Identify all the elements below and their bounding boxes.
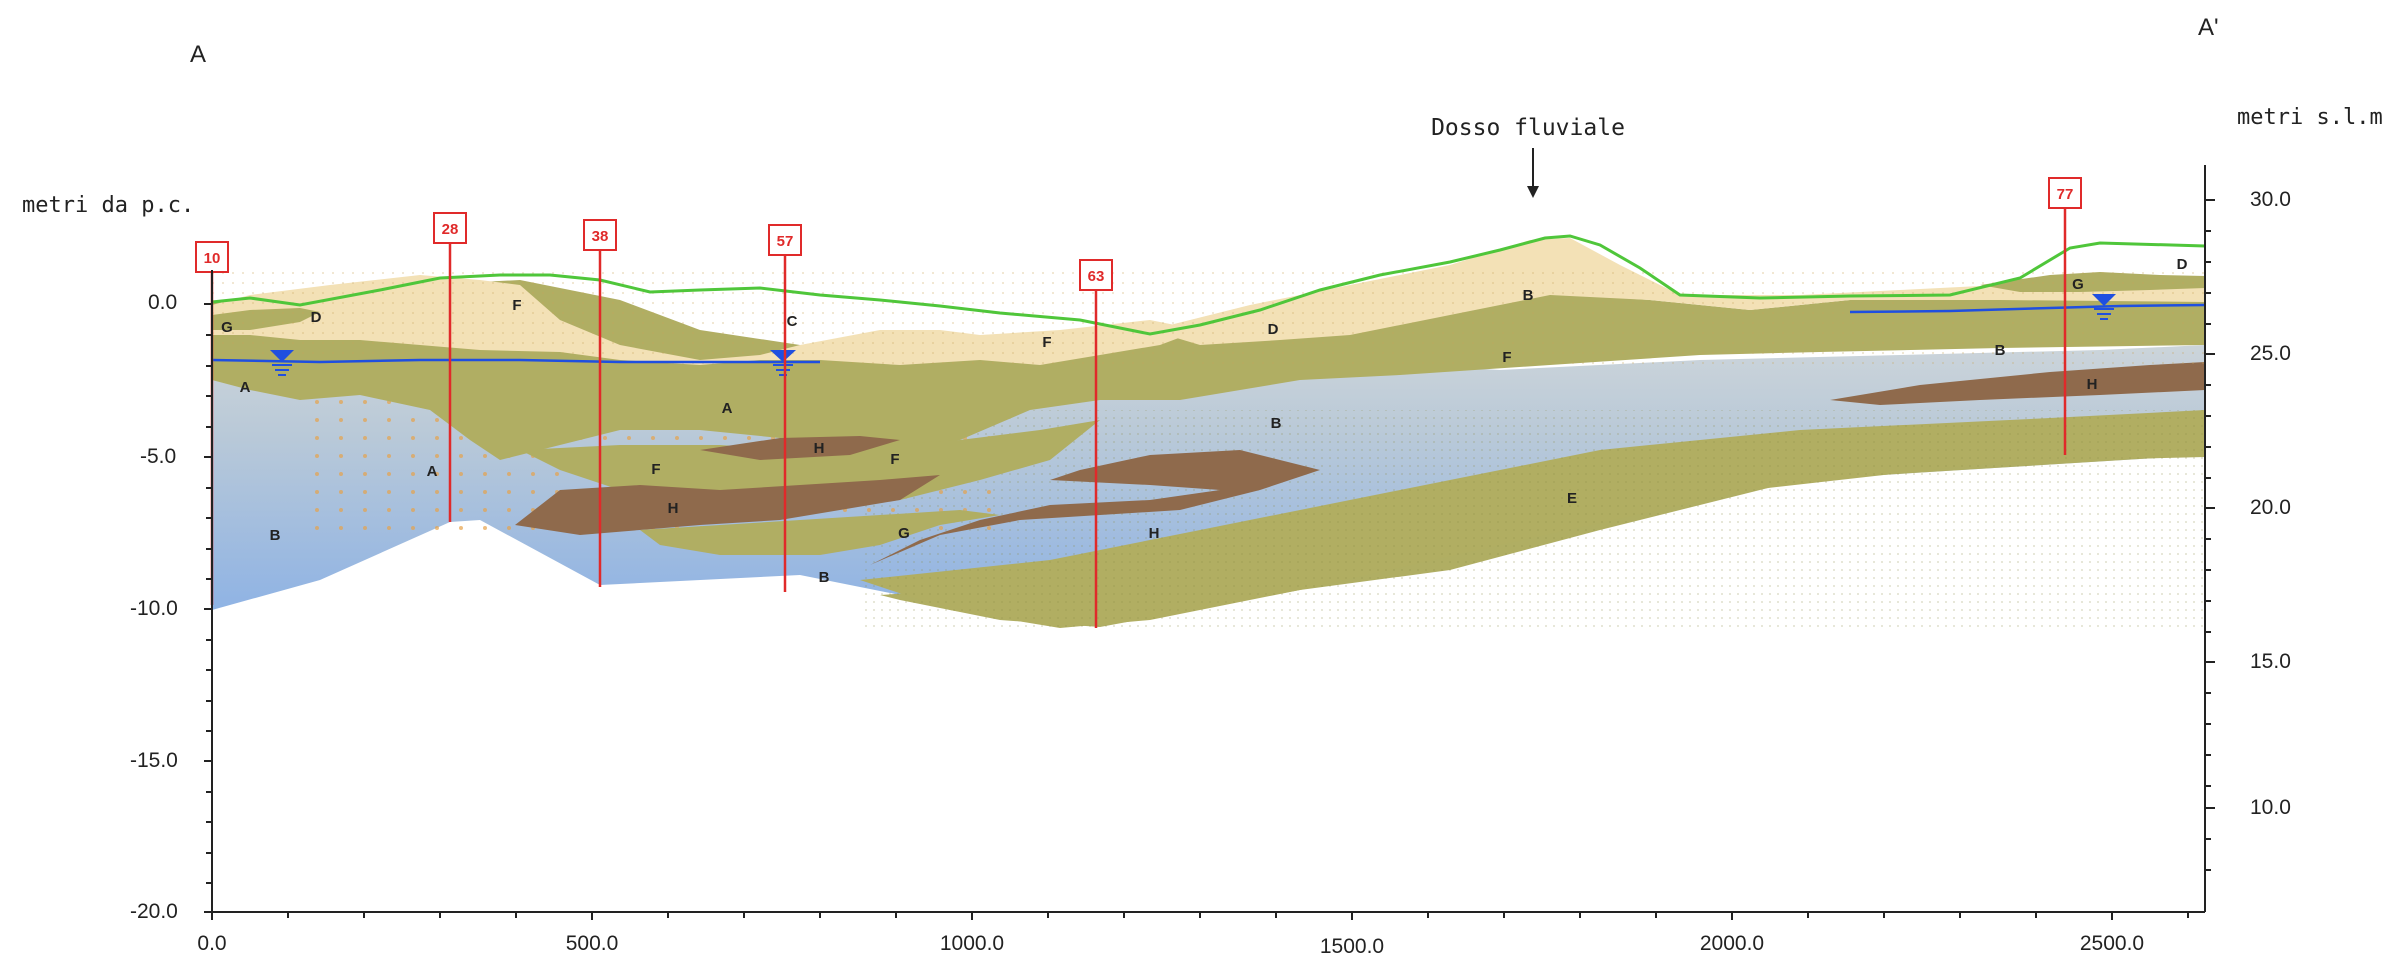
well-38[interactable]: 38: [583, 219, 617, 587]
left-axis: [204, 270, 213, 913]
section-end-label: A': [2198, 14, 2219, 41]
section-start-label: A: [190, 41, 206, 68]
x-tick: 2500.0: [2080, 932, 2144, 955]
layer-label: D: [1268, 321, 1279, 338]
layer-label: H: [668, 500, 679, 517]
layer-label: F: [890, 451, 899, 468]
well-label: 57: [777, 233, 794, 250]
layer-label: B: [819, 569, 830, 586]
layer-label: C: [787, 313, 798, 330]
layer-label: B: [1995, 342, 2006, 359]
feature-label: Dosso fluviale: [1431, 115, 1625, 141]
left-tick: -20.0: [130, 900, 178, 923]
layer-h-clay-1: [700, 436, 900, 460]
well-label: 38: [592, 228, 609, 245]
left-tick: -5.0: [140, 445, 176, 468]
layer-labels: G D A A B F F F H H A C F G B F H D B F …: [221, 256, 2187, 586]
x-tick: 1500.0: [1320, 935, 1384, 958]
feature-arrow-icon: [1527, 148, 1539, 198]
right-tick: 10.0: [2250, 796, 2291, 819]
well-label: 63: [1088, 268, 1105, 285]
well-label: 28: [442, 221, 459, 238]
layer-label: B: [270, 527, 281, 544]
right-tick: 15.0: [2250, 650, 2291, 673]
sand-texture: [212, 270, 2205, 370]
layer-h-clay-2: [515, 475, 940, 535]
layer-label: A: [240, 379, 251, 396]
right-tick: 25.0: [2250, 342, 2291, 365]
well-57[interactable]: 57: [768, 224, 802, 592]
layer-label: F: [1502, 349, 1511, 366]
left-tick: 0.0: [148, 291, 177, 314]
water-table-right: [1849, 303, 2206, 314]
well-label: 10: [204, 250, 221, 267]
layer-label: B: [1523, 287, 1534, 304]
layer-label: A: [427, 463, 438, 480]
water-table-left: [211, 358, 820, 364]
right-tick: 20.0: [2250, 496, 2291, 519]
left-tick: -10.0: [130, 597, 178, 620]
layer-h-clay-4: [1830, 362, 2205, 405]
layer-label: E: [1567, 490, 1577, 507]
layer-label: H: [2087, 376, 2098, 393]
bottom-axis: [211, 911, 2205, 920]
right-tick: 30.0: [2250, 188, 2291, 211]
well-77[interactable]: 77: [2048, 177, 2082, 455]
layer-label: A: [722, 400, 733, 417]
layer-label: G: [221, 319, 233, 336]
well-28[interactable]: 28: [433, 212, 467, 522]
water-table-symbol-2: [770, 350, 796, 376]
layer-label: G: [2072, 276, 2084, 293]
left-axis-title: metri da p.c.: [22, 193, 194, 218]
left-tick: -15.0: [130, 749, 178, 772]
ground-surface: [211, 234, 2206, 336]
x-tick: 500.0: [566, 932, 619, 955]
right-axis-title: metri s.l.m.: [2237, 105, 2385, 130]
layer-label: F: [512, 297, 521, 314]
well-63[interactable]: 63: [1079, 259, 1113, 628]
x-tick: 1000.0: [940, 932, 1004, 955]
layer-label: G: [898, 525, 910, 542]
layer-label: F: [651, 461, 660, 478]
well-label: 77: [2057, 186, 2074, 203]
x-tick: 0.0: [197, 932, 226, 955]
water-table-symbol-1: [270, 350, 294, 376]
layer-g-silt: [640, 510, 1000, 555]
layer-e-texture: [860, 410, 2205, 630]
layer-label: H: [1149, 525, 1160, 542]
x-tick: 2000.0: [1700, 932, 1764, 955]
water-table-symbol-3: [2092, 294, 2116, 320]
layer-label: B: [1271, 415, 1282, 432]
right-axis: [2204, 165, 2215, 912]
layer-label: H: [814, 440, 825, 457]
layer-label: D: [2177, 256, 2188, 273]
layer-label: D: [311, 309, 322, 326]
layer-label: F: [1042, 334, 1051, 351]
